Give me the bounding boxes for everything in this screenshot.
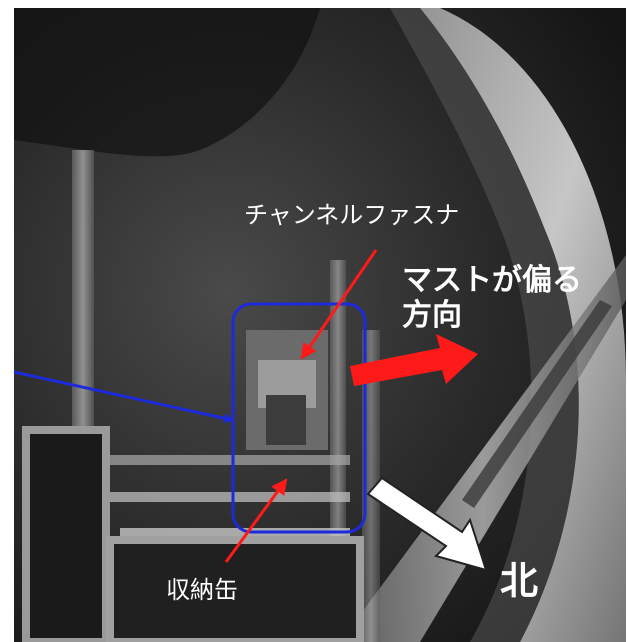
pool-wall — [420, 8, 626, 642]
rack-bar-1 — [100, 455, 350, 465]
mast-direction-arrow — [350, 334, 478, 386]
lower-frame — [22, 426, 110, 642]
can-pointer-arrow — [224, 478, 288, 563]
bottom-plate — [106, 536, 364, 642]
channel-fastener-label: チャンネルファスナ — [244, 201, 460, 229]
can-shadow — [266, 395, 306, 445]
blue-leader-arrow — [13, 370, 234, 424]
diagonal-rail — [340, 255, 626, 642]
diagonal-rail-slot — [462, 300, 612, 508]
rack-bar-2 — [100, 492, 350, 502]
north-arrow — [366, 476, 488, 572]
pool-wall-shadow — [390, 8, 579, 642]
mast-direction-line2: 方向 — [402, 297, 462, 333]
storage-can-label: 収納缶 — [166, 576, 238, 604]
mast-direction-label: マストが偏る 方向 — [402, 263, 582, 333]
fastener-pointer-arrow — [300, 249, 378, 360]
mast-direction-line1: マストが偏る — [402, 263, 582, 298]
north-label: 北 — [500, 559, 539, 603]
upper-machinery — [14, 8, 320, 157]
